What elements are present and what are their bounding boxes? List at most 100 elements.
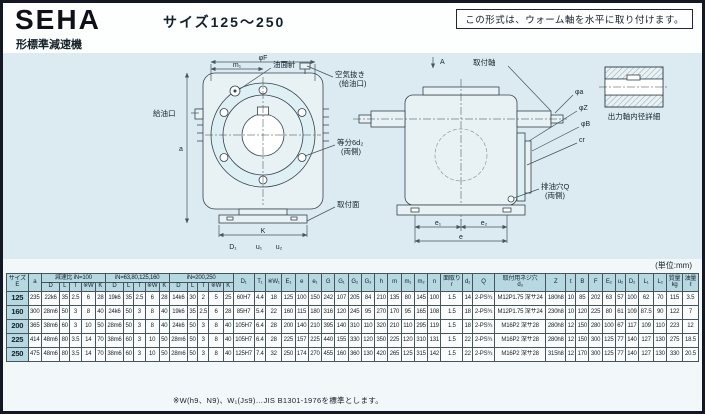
dimension-cell: 120 bbox=[400, 332, 415, 348]
dimension-cell: 35 bbox=[123, 290, 135, 306]
column-header: t bbox=[565, 273, 577, 292]
dimension-cell: 125 bbox=[400, 346, 415, 362]
dimension-cell: 8 bbox=[208, 318, 224, 334]
dimension-cell: 300 bbox=[588, 346, 603, 362]
column-header: 取付用ネジ穴 d₃ bbox=[493, 273, 547, 292]
column-header: T₁ bbox=[253, 273, 267, 292]
column-header: 質量 kg bbox=[666, 273, 683, 292]
dim-D1: D₁ bbox=[229, 244, 237, 251]
column-header: e₁ bbox=[307, 273, 323, 292]
dimension-cell: 22k6 bbox=[40, 290, 61, 306]
dimension-cell: 12 bbox=[681, 318, 700, 334]
dimension-cell: 130 bbox=[360, 346, 376, 362]
dimension-cell: 25 bbox=[222, 290, 234, 306]
dimension-cell: 28 bbox=[94, 290, 106, 306]
column-header: d₂ bbox=[462, 273, 474, 292]
dimension-cell: 250 bbox=[281, 346, 296, 362]
dimension-cell: 127 bbox=[638, 332, 654, 348]
dimension-cell: 18 bbox=[265, 290, 283, 306]
side-view-dimensions bbox=[414, 57, 580, 244]
dimension-cell: 50 bbox=[187, 346, 198, 362]
dimension-cell: 40 bbox=[222, 318, 234, 334]
dimension-cell: 10 bbox=[565, 304, 577, 320]
column-subheader: T bbox=[133, 281, 146, 292]
dimension-cell: 10 bbox=[565, 290, 577, 306]
column-subheader: D bbox=[40, 281, 61, 292]
column-header: m₁ bbox=[400, 273, 415, 292]
dimension-cell: 10 bbox=[80, 318, 96, 334]
brand-logo: SEHA bbox=[15, 4, 101, 35]
dimension-cell: 140 bbox=[334, 318, 349, 334]
dimension-cell: 6 bbox=[208, 304, 224, 320]
dimension-cell: M16P2 深サ28 bbox=[493, 318, 547, 334]
dimension-cell: 14 bbox=[80, 332, 96, 348]
dimension-cell: 8 bbox=[144, 304, 160, 320]
dimension-cell: 225 bbox=[387, 332, 402, 348]
dimension-cell: 3 bbox=[133, 318, 146, 334]
dimension-cell: 280h8 bbox=[545, 318, 567, 334]
dimension-cell: 2-PS¾ bbox=[472, 332, 495, 348]
dimension-cell: 420 bbox=[374, 346, 389, 362]
dimension-cell: 120 bbox=[334, 304, 349, 320]
dim-u2: u₂ bbox=[276, 244, 283, 251]
column-subheader: ※W bbox=[80, 281, 96, 292]
dimension-cell: 140 bbox=[624, 346, 640, 362]
dimension-cell: 350 bbox=[374, 332, 389, 348]
dimension-cell: 127 bbox=[638, 346, 654, 362]
dimension-cell: 28 bbox=[158, 290, 170, 306]
dimension-cell: 202 bbox=[588, 290, 603, 306]
column-header: Z bbox=[545, 273, 567, 292]
dimension-cell: 2-PS¾ bbox=[472, 318, 495, 334]
dimension-cell: 210 bbox=[307, 318, 323, 334]
column-header: D₂ bbox=[624, 273, 640, 292]
dimension-cell: 225 bbox=[281, 332, 296, 348]
dimension-cell: 225 bbox=[588, 304, 603, 320]
dimension-cell: 125 bbox=[601, 346, 616, 362]
column-header: Q bbox=[472, 273, 495, 292]
dimension-cell: 330 bbox=[666, 346, 683, 362]
dimension-cell: 131 bbox=[427, 332, 442, 348]
dimension-cell: 2.5 bbox=[196, 304, 210, 320]
column-header: E₂ bbox=[601, 273, 616, 292]
dimension-cell: 50 bbox=[123, 304, 135, 320]
dimension-cell: 140 bbox=[624, 332, 640, 348]
column-header: L₂ bbox=[652, 273, 668, 292]
dimension-cell: 70 bbox=[94, 332, 106, 348]
dimension-cell: 270 bbox=[374, 304, 389, 320]
dimension-cell: 174 bbox=[294, 346, 309, 362]
dimension-cell: 28m6 bbox=[40, 304, 61, 320]
label-drain: 排油穴Q bbox=[541, 181, 569, 191]
column-subheader: K bbox=[222, 281, 234, 292]
dimension-cell: 135 bbox=[387, 290, 402, 306]
dimension-cell: 6 bbox=[80, 290, 96, 306]
dimension-cell: 140 bbox=[294, 318, 309, 334]
dimension-cell: 6.4 bbox=[253, 318, 267, 334]
dimension-cell: 414 bbox=[27, 332, 42, 348]
dimension-cell: 115 bbox=[666, 290, 683, 306]
dimension-cell: 119 bbox=[427, 318, 442, 334]
dimension-cell: 145 bbox=[413, 290, 429, 306]
column-header: h bbox=[374, 273, 389, 292]
dimension-cell: 142 bbox=[427, 346, 442, 362]
dimension-cell: 110 bbox=[652, 318, 668, 334]
dimension-cell: 300 bbox=[588, 332, 603, 348]
column-header: m bbox=[387, 273, 402, 292]
dimension-cell: 2 bbox=[196, 290, 210, 306]
dim-u1: u₁ bbox=[256, 244, 263, 251]
dimension-cell: 157 bbox=[294, 332, 309, 348]
size-cell: 125 bbox=[6, 290, 29, 306]
dimension-cell: 62 bbox=[638, 290, 654, 306]
dimension-cell: 3 bbox=[133, 346, 146, 362]
column-subheader: K bbox=[94, 281, 106, 292]
dimension-cell: 475 bbox=[27, 346, 42, 362]
size-cell: 160 bbox=[6, 304, 29, 320]
dimension-cell: 7 bbox=[681, 304, 700, 320]
front-view-dimensions bbox=[184, 59, 336, 238]
column-header: 油量 ℓ bbox=[681, 273, 700, 292]
dimension-cell: 87.5 bbox=[638, 304, 654, 320]
dimension-cell: 8 bbox=[144, 318, 160, 334]
dim-e: e bbox=[459, 234, 463, 241]
dimension-cell: M12P1.75 深サ24 bbox=[493, 304, 547, 320]
dimension-cell: 70 bbox=[94, 346, 106, 362]
